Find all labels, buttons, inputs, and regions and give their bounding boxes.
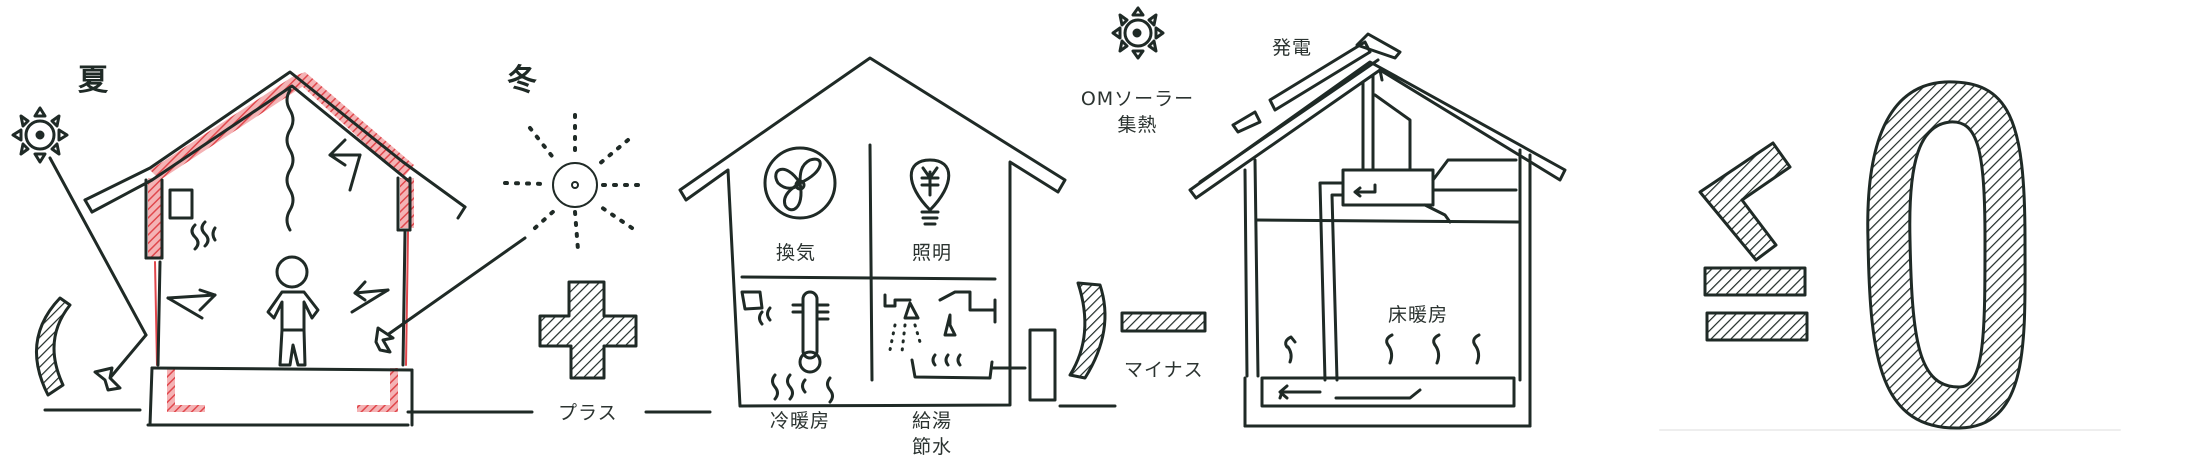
consumption-house [678, 56, 1067, 408]
lightbulb-yen-icon [909, 158, 951, 226]
shower-faucet-bath-icon [883, 290, 1057, 402]
result-less-equal-zero [1659, 80, 2121, 431]
plus-sign [478, 280, 712, 414]
label-plus: プラス [558, 402, 618, 424]
label-ventilation: 換気 [776, 242, 817, 264]
label-heating-cooling: 冷暖房 [770, 410, 831, 432]
label-minus: マイナス [1124, 359, 1204, 381]
label-floor-heating: 床暖房 [1388, 304, 1449, 326]
insulated-house-section [11, 70, 647, 427]
fan-icon [763, 146, 837, 220]
om-solar-house-section [1188, 32, 1567, 428]
label-summer: 夏 [78, 63, 109, 98]
label-heat-collection: 集熱 [1117, 114, 1158, 136]
winter-sun-icon [503, 113, 647, 252]
om-solar-sun-icon [1111, 6, 1165, 60]
label-power-generation: 発電 [1272, 37, 1313, 59]
label-water-saving: 節水 [912, 436, 953, 458]
minus-sign [1058, 281, 1207, 408]
label-winter: 冬 [507, 63, 538, 98]
label-om-solar: OMソーラー [1080, 88, 1195, 110]
label-lighting: 照明 [912, 242, 953, 264]
thermometer-ac-icon [740, 290, 834, 404]
label-hot-water: 給湯 [912, 410, 953, 432]
